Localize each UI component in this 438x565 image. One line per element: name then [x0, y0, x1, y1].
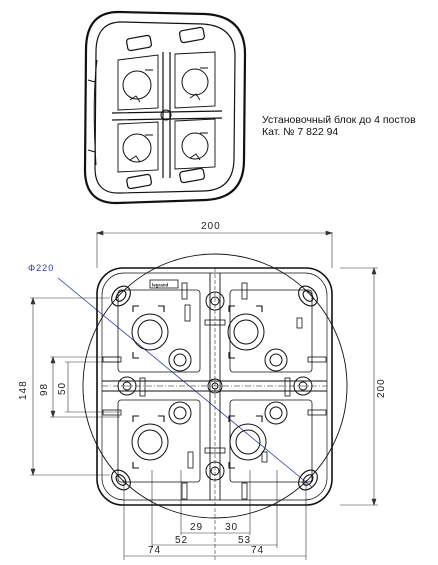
dim-left-inner: 50	[57, 382, 68, 395]
diameter-leader	[57, 277, 313, 488]
slot-marks	[102, 282, 327, 500]
iso-outer-frame	[83, 10, 247, 205]
dim-bottom-53: 53	[238, 535, 251, 546]
iso-slot-top-left	[126, 34, 152, 52]
dim-bottom-74-left: 74	[148, 545, 161, 556]
iso-box-tl	[117, 54, 159, 111]
dim-left-mid: 98	[39, 383, 50, 396]
iso-hole-tl	[122, 70, 152, 100]
screw-bosses	[117, 291, 313, 481]
plate-outline	[96, 267, 333, 506]
dim-top-width: 200	[201, 221, 221, 232]
iso-cross-h	[111, 110, 223, 121]
iso-hole-bl	[122, 133, 152, 163]
plan-view	[30, 230, 378, 562]
product-title: Установочный блок до 4 постов	[262, 114, 416, 126]
dim-bottom-30: 30	[225, 522, 238, 533]
catalog-number: Кат. № 7 822 94	[262, 126, 339, 138]
iso-hole-br	[181, 132, 209, 160]
iso-slot-bottom-right	[179, 167, 205, 184]
iso-hole-tr	[181, 68, 209, 96]
knockout-holes	[131, 313, 288, 461]
diameter-label: Φ220	[28, 263, 54, 273]
iso-inner-frame	[94, 21, 236, 194]
clip-marks	[132, 305, 263, 469]
iso-box-tr	[174, 51, 216, 109]
iso-center-boss	[160, 109, 172, 121]
iso-box-br	[174, 118, 216, 170]
iso-box-bl	[117, 121, 159, 173]
dim-bottom-29: 29	[190, 522, 203, 533]
iso-slot-bottom-left	[126, 173, 152, 190]
dim-bottom-52: 52	[175, 535, 188, 546]
iso-clips	[129, 67, 208, 163]
plate-inner	[101, 272, 328, 501]
centre-cross	[102, 273, 327, 500]
dim-right-height: 200	[376, 378, 387, 398]
diameter-circle	[82, 253, 348, 519]
iso-slot-top-right	[179, 26, 205, 44]
isometric-view	[83, 10, 247, 205]
iso-cross-v	[162, 52, 171, 178]
product-caption: Установочный блок до 4 постов Кат. № 7 8…	[262, 114, 416, 138]
iso-side-edge	[87, 59, 98, 166]
dim-bottom-74-right: 74	[251, 545, 264, 556]
dimension-lines	[30, 230, 378, 562]
brand-label: legrand	[152, 283, 169, 288]
dim-left-outer: 148	[18, 380, 29, 400]
brand-label-box	[149, 279, 179, 289]
corner-lugs	[111, 285, 318, 491]
